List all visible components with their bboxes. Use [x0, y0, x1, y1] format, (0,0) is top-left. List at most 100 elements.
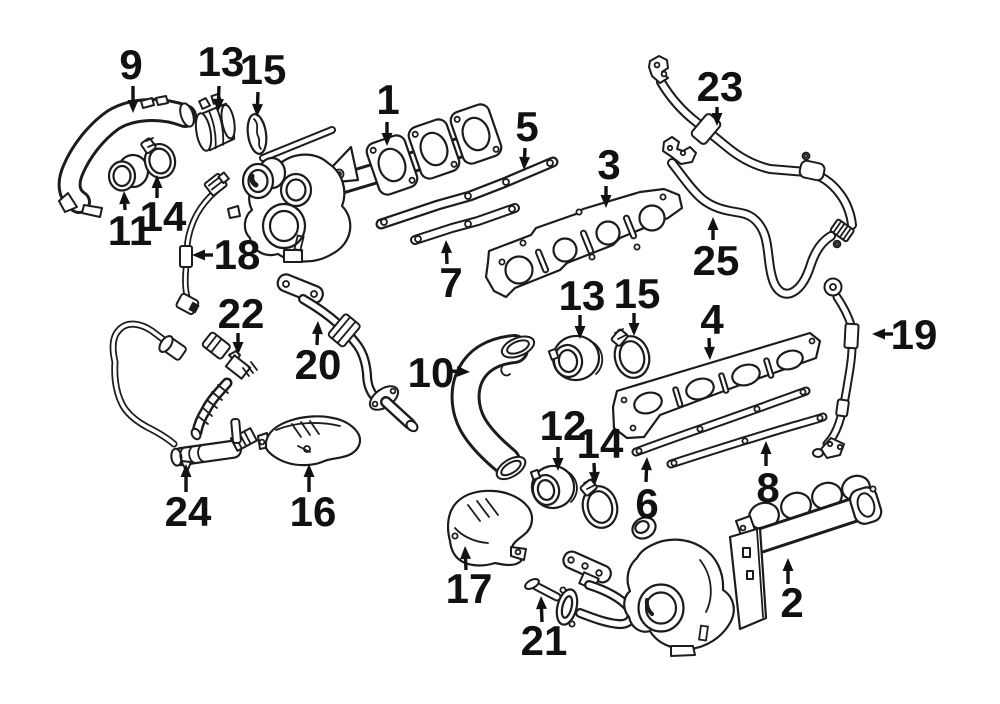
- callout-number: 23: [697, 63, 744, 110]
- callout-number: 20: [295, 341, 342, 388]
- callout-5: 5: [515, 103, 539, 170]
- callout-number: 15: [240, 46, 287, 93]
- callout-3: 3: [597, 141, 621, 208]
- callout-arrow-head: [252, 103, 264, 117]
- callout-21: 21: [521, 596, 567, 664]
- callout-24: 24: [165, 464, 212, 535]
- callout-15-top: 15: [240, 46, 287, 117]
- callout-7: 7: [439, 240, 463, 306]
- part-21-oil-return-pipe: [524, 550, 637, 630]
- callout-number: 14: [577, 420, 624, 467]
- part-8-rail-gasket: [666, 412, 828, 469]
- part-13-top-coupler: [194, 92, 236, 152]
- part-1-exhaust-manifold-turbo: [227, 103, 503, 263]
- callout-23: 23: [697, 63, 744, 126]
- callout-arrow-head: [703, 346, 715, 360]
- callout-arrow-head: [441, 240, 453, 254]
- part-7-rail-gasket: [410, 203, 520, 245]
- callout-arrow-head: [519, 156, 531, 170]
- part-25-vent-pipe: [662, 136, 836, 299]
- callout-16: 16: [290, 464, 337, 535]
- callout-1: 1: [376, 76, 400, 146]
- part-18-oil-line: [175, 171, 230, 315]
- callout-number: 9: [119, 41, 142, 88]
- callout-arrow-head: [460, 546, 472, 560]
- callout-number: 13: [198, 38, 245, 85]
- callout-20: 20: [295, 321, 342, 388]
- callout-arrow-head: [552, 458, 564, 471]
- callout-11: 11: [108, 191, 152, 254]
- callout-arrow-head: [600, 195, 612, 208]
- callout-arrow-head: [151, 175, 163, 188]
- callout-number: 16: [290, 488, 337, 535]
- part-13-mid-coupler: [547, 334, 604, 382]
- callout-22: 22: [218, 290, 265, 355]
- part-9-air-hose: [57, 95, 197, 218]
- callout-25: 25: [693, 217, 740, 284]
- callout-number: 7: [439, 259, 462, 306]
- part-24-vent-line: [109, 320, 258, 473]
- callout-arrow-head: [782, 558, 794, 571]
- callout-number: 14: [140, 193, 187, 240]
- callout-arrow-head: [311, 321, 323, 335]
- callout-number: 4: [700, 296, 724, 343]
- callout-arrow-head: [707, 217, 719, 230]
- callout-number: 25: [693, 237, 740, 284]
- part-17-heat-shield: [446, 489, 534, 567]
- part-15-top-clamp: [246, 113, 268, 155]
- part-2-exhaust-manifold-turbo: [623, 474, 883, 657]
- callout-arrow-line: [216, 85, 221, 100]
- callout-arrow-line: [539, 608, 544, 623]
- callout-13-mid: 13: [559, 272, 606, 339]
- callout-6: 6: [635, 457, 659, 527]
- part-19-breather-hose: [812, 277, 860, 459]
- part-23-vent-pipe: [648, 55, 857, 249]
- callout-17: 17: [446, 546, 493, 612]
- callout-arrow-head: [213, 98, 224, 112]
- callout-arrow-head: [381, 133, 393, 146]
- callout-number: 11: [108, 207, 152, 254]
- part-16-heat-shield: [257, 415, 362, 467]
- part-6-rail-gasket: [631, 386, 811, 457]
- callout-arrow-head: [574, 326, 586, 339]
- callout-number: 5: [515, 103, 538, 150]
- callout-number: 17: [446, 565, 493, 612]
- callout-19: 19: [872, 311, 937, 358]
- callout-number: 13: [559, 272, 606, 319]
- callout-number: 24: [165, 488, 212, 535]
- callout-15-mid: 15: [614, 270, 660, 336]
- callout-arrow-head: [640, 457, 652, 471]
- part-15-mid-clamp: [610, 328, 651, 379]
- part-3-manifold-gasket: [484, 187, 684, 299]
- callout-number: 18: [214, 231, 261, 278]
- callout-9: 9: [119, 41, 143, 113]
- callout-arrow-head: [628, 323, 640, 336]
- part-5-rail-gasket: [375, 156, 559, 230]
- callout-4: 4: [700, 296, 724, 360]
- callout-number: 12: [540, 402, 587, 449]
- part-20-oil-hose: [276, 273, 419, 433]
- callout-arrow-head: [119, 191, 131, 205]
- callout-2: 2: [780, 558, 804, 626]
- callout-number: 10: [408, 349, 455, 396]
- callout-arrow-head: [711, 113, 723, 126]
- callout-arrow-head: [192, 249, 205, 261]
- callout-number: 3: [597, 141, 620, 188]
- callout-arrow-head: [536, 596, 547, 610]
- callout-14-top: 14: [140, 175, 187, 240]
- callout-arrow-head: [180, 464, 192, 477]
- callout-arrow-head: [872, 328, 885, 340]
- part-4-manifold-gasket: [611, 331, 822, 440]
- callout-10: 10: [408, 349, 470, 396]
- callout-number: 22: [218, 290, 265, 337]
- callout-number: 1: [376, 76, 399, 123]
- callout-number: 19: [891, 311, 938, 358]
- callout-number: 2: [780, 579, 803, 626]
- callout-13-top: 13: [198, 38, 245, 112]
- callout-18: 18: [192, 231, 260, 278]
- callout-arrow-head: [232, 342, 244, 355]
- part-12-coupler: [529, 464, 578, 510]
